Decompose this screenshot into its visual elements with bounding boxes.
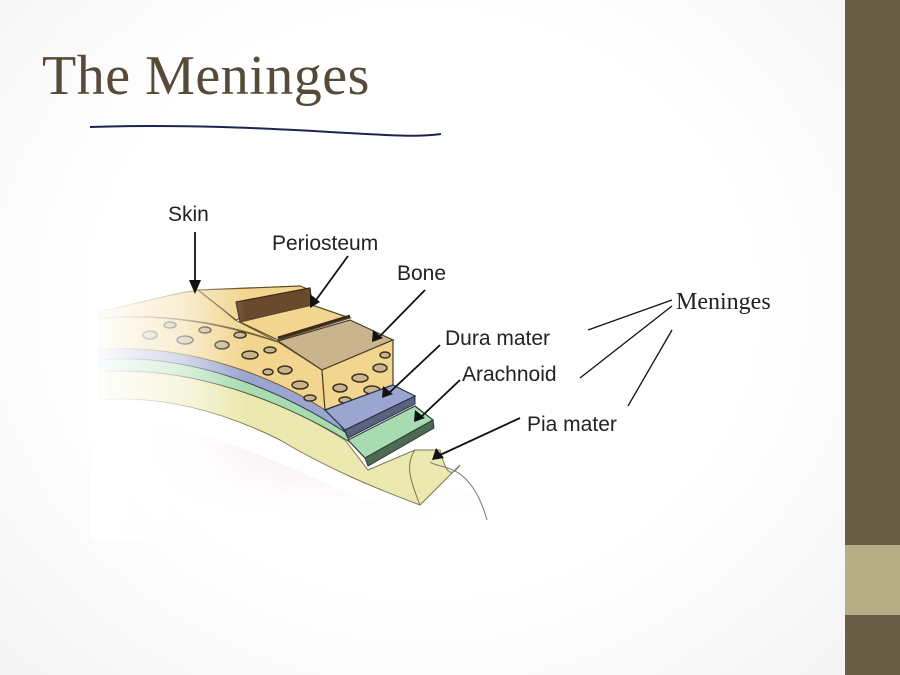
label-meninges: Meninges (676, 289, 771, 315)
arachnoid-arrow (421, 379, 461, 417)
label-bone: Bone (397, 262, 446, 285)
anatomy-illustration (90, 280, 490, 540)
dura-mater-arrow (389, 344, 441, 393)
meninges-line-arachnoid (579, 305, 673, 379)
label-skin: Skin (168, 203, 209, 226)
pia-mater-arrow (439, 417, 521, 456)
label-periosteum: Periosteum (272, 232, 378, 255)
title-underline (89, 124, 442, 137)
periosteum-arrow (315, 255, 349, 301)
label-pia-mater: Pia mater (527, 413, 617, 436)
meninges-line-dura (587, 299, 673, 331)
meninges-diagram: Skin Periosteum Bone Dura mater Arachnoi… (89, 124, 771, 540)
meninges-line-pia (627, 329, 673, 407)
sidebar-decoration-bottom (845, 615, 900, 675)
label-dura-mater: Dura mater (445, 327, 550, 350)
bone-arrow (379, 289, 426, 337)
sidebar-decoration-top (845, 0, 900, 545)
label-arachnoid: Arachnoid (462, 363, 557, 386)
sidebar-decoration-accent (845, 545, 900, 615)
slide-title: The Meninges (42, 45, 370, 107)
